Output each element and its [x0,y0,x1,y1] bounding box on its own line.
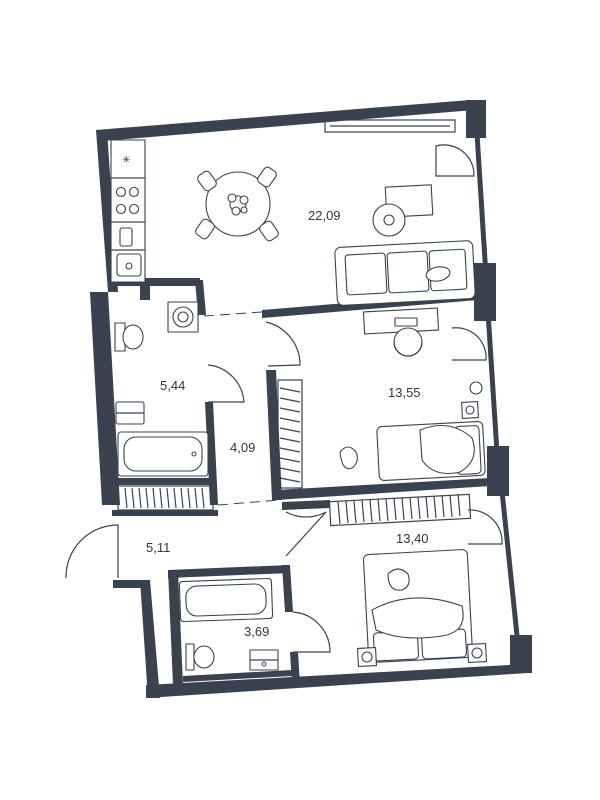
area-bathroom-2: 3,69 [244,624,269,639]
area-labels: 22,09 5,44 4,09 13,55 5,11 13,40 3,69 [146,208,429,639]
bathroom-2-fixtures [178,577,279,671]
bathroom-1-fixtures [114,301,209,477]
walls [90,100,532,698]
bedroom-1-furniture [277,307,486,489]
area-bathroom-1: 5,44 [160,378,185,393]
dashed-boundaries [203,311,281,506]
area-hallway: 4,09 [230,440,255,455]
doors [65,144,503,653]
living-furniture [334,184,476,306]
area-bedroom-1: 13,55 [388,385,421,400]
kitchen-counter: ✳ [110,139,146,283]
bedroom-2-furniture [328,493,488,668]
window-top [324,119,456,133]
area-entrance: 5,11 [146,540,170,555]
area-kitchen-living: 22,09 [308,208,341,223]
svg-text:✳: ✳ [122,155,130,166]
dining-table [195,166,279,242]
hallway-closet [117,485,214,511]
area-bedroom-2: 13,40 [396,531,429,546]
